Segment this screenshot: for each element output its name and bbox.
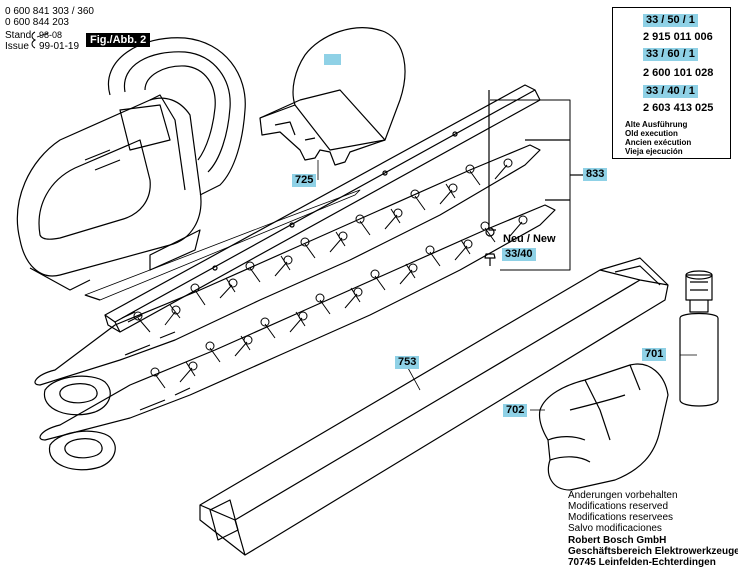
gloves-702 [538,363,669,491]
legend-note-4: Vieja ejecución [625,147,683,156]
callout-702: 702 [503,404,528,417]
legend-ref-2: 33 / 60 / 1 [643,48,698,61]
new-label: Neu / New [503,233,556,245]
legend-note-2: Old execution [625,129,678,138]
footer-notice-en: Modifications reserved [568,501,669,512]
legend-ref-3: 33 / 40 / 1 [643,85,698,98]
footer-notice-fr: Modifications reservees [568,512,674,523]
screw-new [484,227,496,266]
legend-note-1: Alte Ausführung [625,120,688,129]
issue-date: 99-01-19 [39,41,80,52]
blade-cover-753 [199,257,669,556]
footer-address: 70745 Leinfelden-Echterdingen [568,557,716,568]
callout-753: 753 [395,356,420,369]
callout-725: 725 [292,174,317,187]
hardware-legend: 33 / 50 / 1 2 915 011 006 33 / 60 / 1 2 … [612,7,731,159]
callout-701: 701 [642,348,667,361]
callout-33-40: 33/40 [502,248,536,261]
stand-label: Stand [5,30,32,41]
oil-bottle-701 [679,270,719,407]
part-number-2: 0 600 844 203 [5,17,69,28]
footer-division: Geschäftsbereich Elektrowerkzeuge [568,546,738,557]
footer-notice-es: Salvo modificaciones [568,523,662,534]
figure-label: Fig./Abb. 2 [86,33,151,47]
footer-company: Robert Bosch GmbH [568,535,667,546]
legend-part-3: 2 603 413 025 [643,102,714,114]
hand-guard-725 [259,27,406,166]
lower-blade [39,204,556,471]
issue-label: Issue [5,41,29,52]
callout-833: 833 [583,168,608,181]
tool-housing [16,37,246,291]
footer-notice-de: Änderungen vorbehalten [568,490,678,501]
upper-blade [34,144,541,416]
part-number-1: 0 600 841 303 / 360 [5,6,94,17]
legend-ref-1: 33 / 50 / 1 [643,14,698,27]
legend-part-1: 2 915 011 006 [643,31,713,43]
stand-date: 98-08 [39,30,63,40]
legend-part-2: 2 600 101 028 [643,67,714,79]
legend-note-3: Ancien exécution [625,138,692,147]
